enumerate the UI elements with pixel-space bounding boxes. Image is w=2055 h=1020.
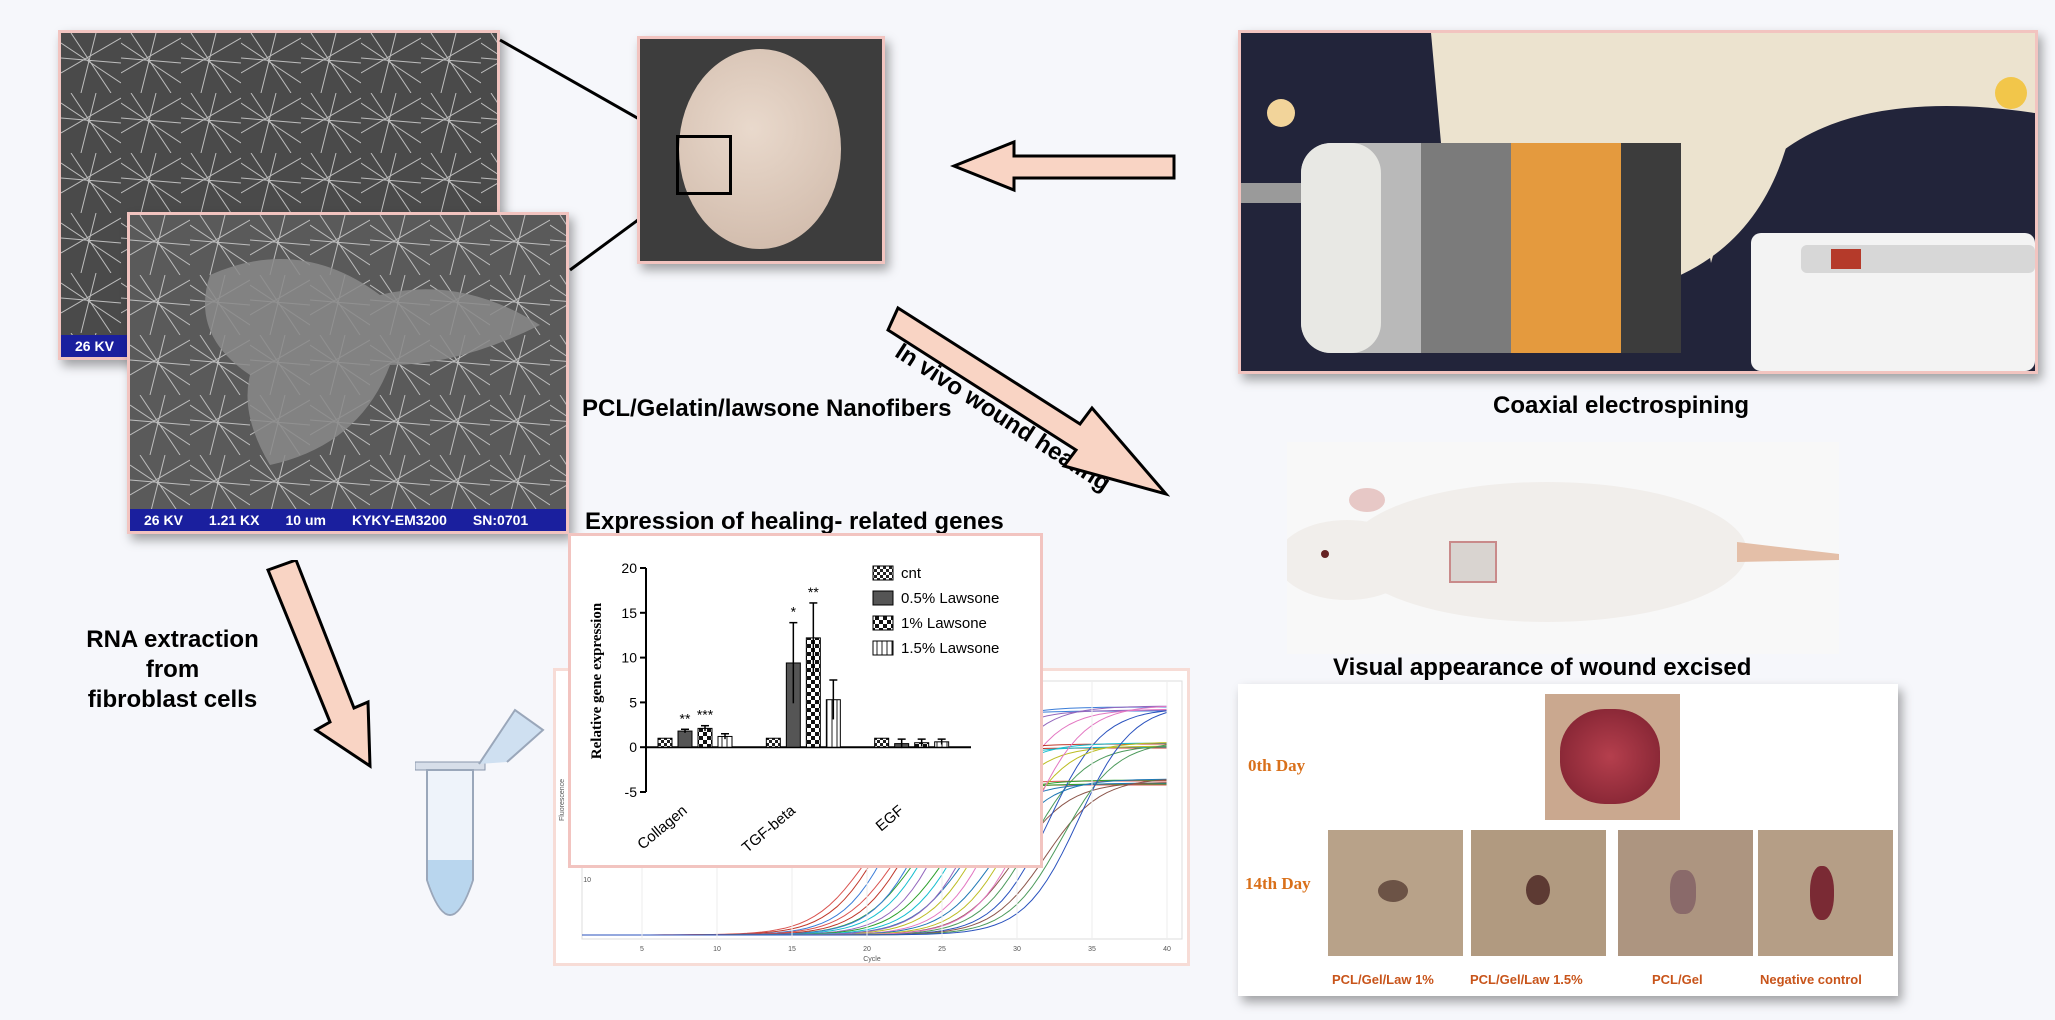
sem-scale: 10 um	[285, 512, 326, 528]
day14-label: 14th Day	[1245, 874, 1311, 893]
wound-photo-negative	[1758, 830, 1893, 956]
sem-kv: 26 KV	[144, 512, 183, 528]
visual-caption: Visual appearance of wound excised	[1333, 654, 1752, 681]
sem-kv: 26 KV	[75, 338, 114, 354]
legend-label: cnt	[901, 565, 922, 582]
day0-label: 0th Day	[1248, 756, 1306, 775]
arrow-down-icon	[266, 560, 372, 769]
significance-label: **	[680, 710, 691, 726]
y-tick-label: 5	[629, 694, 637, 710]
group-label-law1: PCL/Gel/Law 1%	[1332, 972, 1434, 987]
y-tick-label: 20	[621, 560, 637, 576]
sem-serial: SN:0701	[472, 512, 529, 528]
legend-label: 1% Lawsone	[901, 615, 987, 632]
eppendorf-tube-icon	[415, 708, 545, 916]
legend-swatch	[872, 565, 894, 581]
sem-instrument: KYKY-EM3200	[351, 512, 447, 528]
bar	[697, 727, 713, 748]
y-tick-label: 10	[621, 650, 637, 666]
chart-ylabel: Relative gene expression	[589, 602, 605, 759]
legend-swatch	[872, 590, 894, 606]
qpcr-xlabel: Cycle	[863, 956, 881, 963]
group-label-law15: PCL/Gel/Law 1.5%	[1470, 972, 1583, 987]
rat-illustration	[1277, 482, 1839, 622]
sem-info-bar: 26 KV 1.21 KX 10 um KYKY-EM3200 SN:0701	[130, 509, 566, 531]
rna-line-1: RNA extraction	[86, 626, 259, 653]
nanofiber-mat-photo	[637, 36, 885, 264]
category-label: EGF	[873, 802, 908, 835]
bar	[677, 730, 693, 748]
electrospinning-illustration	[1241, 33, 2035, 371]
qpcr-x-tick-label: 40	[1163, 946, 1171, 953]
wound-healing-panel: 0th Day 14th Day PCL/Gel/Law 1% PCL/Gel/…	[1238, 684, 1898, 996]
qpcr-x-tick-label: 5	[640, 946, 644, 953]
wound-photo-day0	[1545, 694, 1680, 820]
wound-photo-gel	[1618, 830, 1753, 956]
bar	[657, 737, 673, 748]
rna-line-3: fibroblast cells	[87, 686, 258, 713]
significance-label: **	[808, 584, 819, 600]
category-label: Collagen	[634, 802, 690, 853]
group-label-gel: PCL/Gel	[1652, 972, 1703, 987]
qpcr-x-tick-label: 25	[938, 946, 946, 953]
expression-title: Expression of healing- related genes	[585, 508, 1004, 535]
qpcr-y-tick-label: 10	[583, 877, 591, 884]
y-tick-label: 0	[629, 739, 637, 755]
significance-label: *	[791, 604, 797, 620]
cell-texture	[130, 215, 566, 509]
qpcr-x-tick-label: 35	[1088, 946, 1096, 953]
y-tick-label: 15	[621, 605, 637, 621]
significance-label: ***	[697, 707, 714, 723]
wound-photo-law15	[1471, 830, 1606, 956]
qpcr-ylabel: Fluorescence	[559, 779, 566, 821]
nanofiber-disc	[679, 49, 841, 249]
sem-image-fibroblast: 26 KV 1.21 KX 10 um KYKY-EM3200 SN:0701	[127, 212, 569, 534]
qpcr-x-tick-label: 10	[713, 946, 721, 953]
legend-label: 1.5% Lawsone	[901, 640, 999, 657]
legend-label: 0.5% Lawsone	[901, 590, 999, 607]
legend-swatch	[872, 615, 894, 631]
bar	[765, 737, 781, 748]
coaxial-caption: Coaxial electrospining	[1493, 392, 1750, 419]
qpcr-x-tick-label: 30	[1013, 946, 1021, 953]
amplification-curve	[582, 711, 1168, 936]
electrospinning-photo	[1238, 30, 2038, 374]
group-label-negative: Negative control	[1760, 972, 1862, 987]
arrow-down-right-icon	[886, 305, 1170, 497]
zoom-box	[676, 135, 732, 195]
wound-photo-law1	[1328, 830, 1463, 956]
rna-caption: RNA extraction from fibroblast cells	[60, 625, 285, 715]
qpcr-x-tick-label: 15	[788, 946, 796, 953]
y-tick-label: -5	[625, 784, 638, 800]
nanofibers-caption: PCL/Gelatin/lawsone Nanofibers	[582, 395, 952, 422]
sem-magnification: 1.21 KX	[208, 512, 260, 528]
category-label: TGF-beta	[739, 802, 800, 857]
rna-line-2: from	[145, 656, 200, 683]
rat-photo	[1277, 442, 1839, 654]
arrow-left-icon	[950, 139, 1176, 193]
legend-swatch	[872, 640, 894, 656]
bar	[874, 737, 890, 748]
qpcr-x-tick-label: 20	[863, 946, 871, 953]
